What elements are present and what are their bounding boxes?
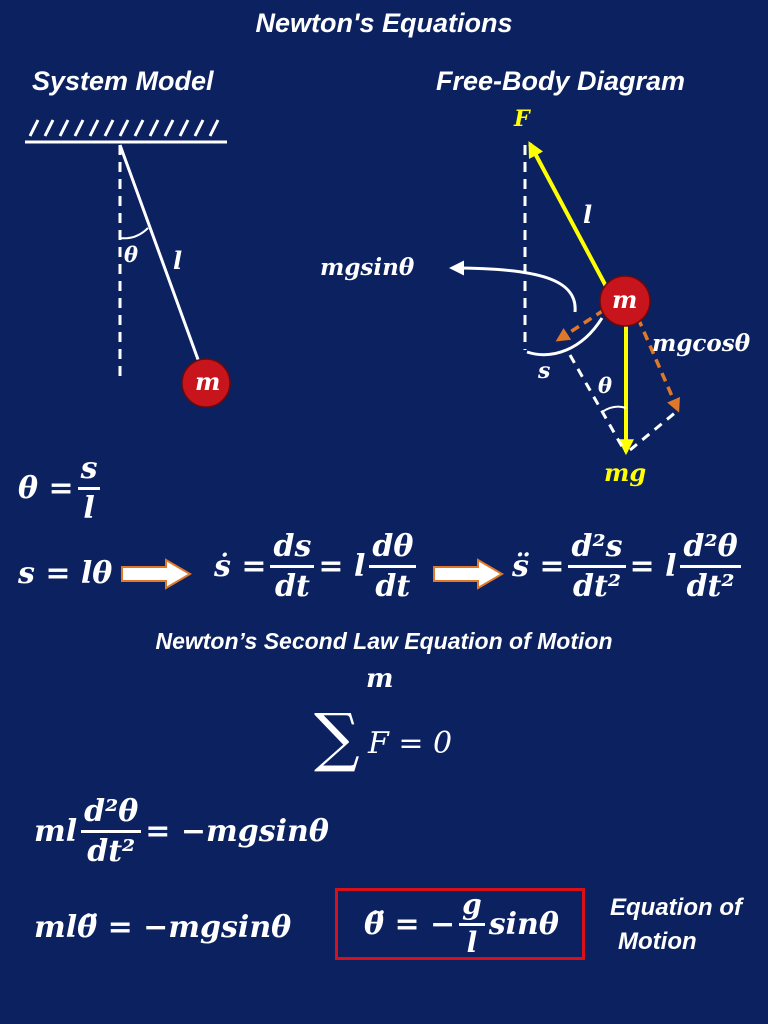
fbd-angle-arc: [601, 405, 627, 413]
g-num: g: [459, 889, 485, 926]
ceiling: [25, 119, 227, 144]
d2s-num: d²s: [568, 530, 626, 568]
ds-num: ds: [270, 530, 315, 568]
tension-force-arrow: [528, 141, 610, 291]
free-body-heading: Free-Body Diagram: [436, 66, 686, 96]
boxed-lhs: θ̈ = −: [364, 906, 456, 942]
sddot-lhs: s̈ =: [512, 549, 565, 584]
eq-l-2: = l: [629, 549, 677, 584]
fbd-mass-label: m: [612, 285, 638, 314]
sddot-equation: s̈ = d²s dt² = l d²θ dt²: [512, 530, 745, 603]
equation-of-motion-label-1: Equation of: [610, 894, 742, 921]
ml-ddot-equation: mlθ̈ = −mgsinθ: [34, 910, 292, 945]
ml-num: d²θ: [81, 795, 142, 833]
normal-component-arrow: [636, 317, 680, 413]
ml-fraction: d²θ dt²: [81, 795, 142, 869]
l-den: l: [466, 925, 478, 959]
theta-def-den: l: [83, 491, 95, 526]
dtheta-num: dθ: [369, 530, 417, 568]
dtheta-dt-fraction: dθ dt: [369, 530, 417, 604]
arc-s: [526, 317, 604, 357]
eq-l-1: = l: [318, 549, 366, 584]
sum-symbol: ∑: [314, 701, 360, 775]
d2s-den: dt²: [573, 569, 621, 604]
normal-force-label: mgcosθ: [652, 330, 751, 357]
d2theta-dt2-fraction: d²θ dt²: [680, 530, 741, 604]
g-over-l-fraction: g l: [459, 889, 485, 959]
sdot-equation: ṡ = ds dt = l dθ dt: [214, 530, 420, 603]
system-mass-label: m: [195, 367, 221, 396]
pendulum-mass: [181, 358, 231, 408]
theta-def-num: s: [77, 452, 101, 490]
d2s-dt2-fraction: d²s dt²: [568, 530, 626, 604]
ml-rhs: = −mgsinθ: [145, 814, 329, 849]
pendulum-diagrams: [25, 119, 680, 456]
ds-dt-fraction: ds dt: [270, 530, 315, 604]
fbd-angle-label: θ: [598, 373, 613, 398]
theta-def-fraction: s l: [77, 452, 101, 526]
fbd-mass: [599, 275, 651, 327]
force-label: F: [514, 106, 530, 132]
tangential-component-arrow: [555, 308, 605, 342]
dt-den: dt: [275, 569, 310, 604]
sdot-lhs: ṡ =: [214, 549, 267, 584]
dashed-normal-line: [629, 410, 677, 452]
dashed-weight-line: [568, 354, 626, 451]
system-angle-label: θ: [124, 242, 139, 267]
equation-of-motion-label-2: Motion: [618, 928, 697, 955]
page-title: Newton's Equations: [255, 8, 513, 38]
system-model-heading: System Model: [32, 66, 214, 96]
dtheta-den: dt: [375, 569, 411, 604]
sum-force-equation: F = 0: [368, 726, 453, 761]
tangential-force-label: mgsinθ: [320, 254, 415, 281]
pendulum-rod: [118, 144, 202, 366]
right-arrow-icon: [121, 558, 192, 590]
ml-den: dt²: [87, 834, 136, 869]
boxed-equation: θ̈ = − g l sinθ: [364, 889, 559, 959]
ml-prefix: ml: [34, 814, 78, 849]
ml-derivative-equation: ml d²θ dt² = −mgsinθ: [34, 795, 329, 868]
d2theta-den: dt²: [686, 569, 735, 604]
sum-mass-label: m: [366, 664, 394, 694]
tangential-force-arrow: [449, 260, 577, 313]
right-arrow-icon-2: [433, 558, 504, 590]
system-length-label: l: [173, 246, 183, 275]
equation-of-motion-box: [335, 888, 585, 960]
s-equals-l-theta: s = lθ: [18, 556, 113, 591]
weight-label: mg: [604, 458, 647, 487]
d2theta-num: d²θ: [680, 530, 741, 568]
newton-second-law-heading: Newton’s Second Law Equation of Motion: [155, 628, 613, 654]
arc-s-label: s: [538, 358, 551, 384]
fbd-length-label: l: [583, 200, 593, 229]
angle-arc: [119, 227, 149, 240]
theta-def-lhs: θ =: [18, 471, 74, 506]
theta-definition: θ = s l: [18, 452, 104, 525]
boxed-rhs: sinθ: [488, 906, 559, 942]
